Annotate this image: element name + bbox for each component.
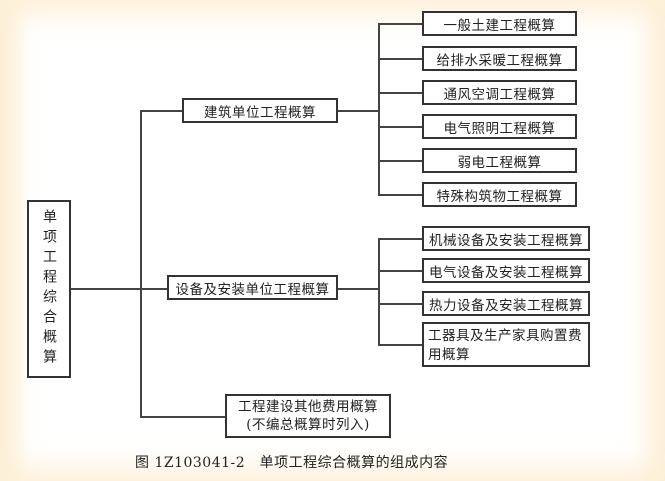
node-building: 建筑单位工程概算 — [182, 98, 338, 123]
connector — [378, 23, 380, 195]
connector — [140, 110, 182, 112]
root-node: 单项工程综合概算 — [27, 200, 71, 378]
connector — [378, 23, 422, 25]
figure-caption: 图 1Z103041-2 单项工程综合概算的组成内容 — [135, 455, 449, 471]
leaf-node: 通风空调工程概算 — [422, 80, 577, 105]
leaf-node: 工器具及生产家具购置费用概算 — [422, 322, 590, 367]
connector — [378, 92, 422, 94]
node-equipment: 设备及安装单位工程概算 — [167, 275, 338, 300]
node-label: 工程建设其他费用概算 — [238, 399, 378, 415]
leaf-node: 给排水采暖工程概算 — [422, 46, 577, 71]
connector — [378, 160, 422, 162]
connector — [140, 416, 225, 418]
connector — [71, 288, 167, 290]
leaf-node: 一般土建工程概算 — [422, 11, 577, 36]
leaf-node: 机械设备及安装工程概算 — [422, 226, 590, 251]
connector — [378, 58, 422, 60]
leaf-node: 电气照明工程概算 — [422, 114, 577, 139]
connector — [378, 238, 422, 240]
leaf-node: 特殊构筑物工程概算 — [422, 182, 577, 207]
connector — [378, 238, 380, 345]
leaf-node: 热力设备及安装工程概算 — [422, 291, 590, 316]
connector — [140, 110, 142, 417]
connector — [338, 110, 378, 112]
node-note: (不编总概算时列入) — [246, 417, 370, 433]
connector — [378, 126, 422, 128]
connector — [338, 288, 378, 290]
leaf-node: 电气设备及安装工程概算 — [422, 258, 590, 283]
node-other-costs: 工程建设其他费用概算 (不编总概算时列入) — [225, 394, 391, 438]
connector — [378, 270, 422, 272]
leaf-node: 弱电工程概算 — [422, 148, 577, 173]
connector — [378, 194, 422, 196]
connector — [378, 344, 422, 346]
connector — [378, 303, 422, 305]
